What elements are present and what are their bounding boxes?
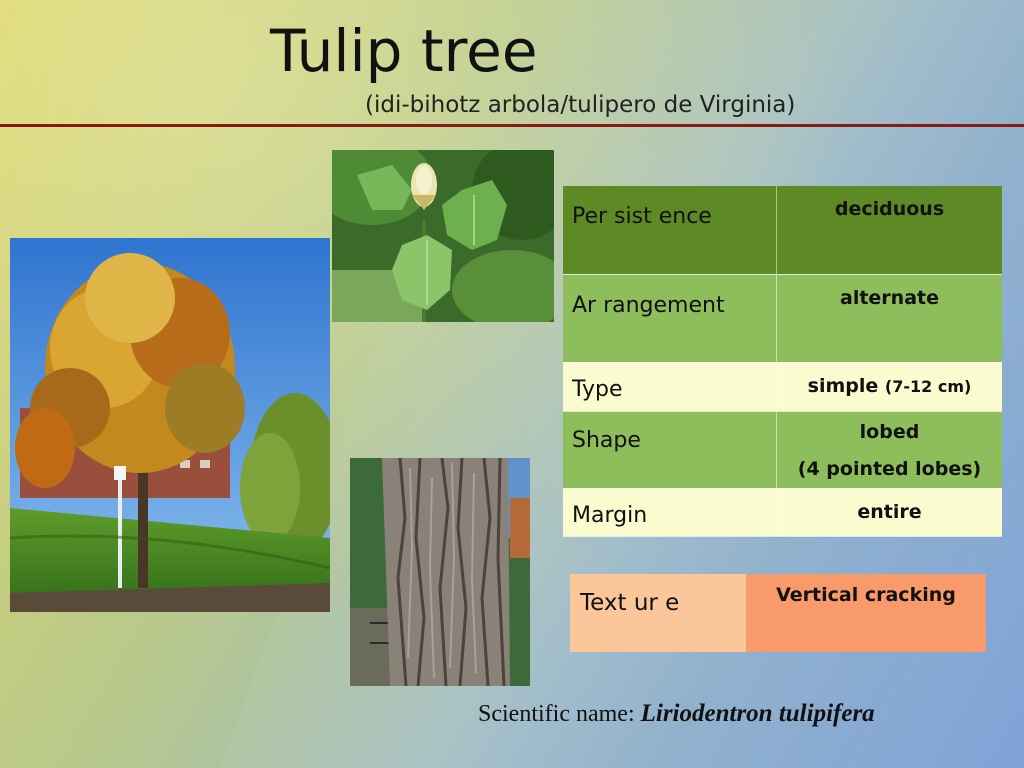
table-row: Text ur e Vertical cracking [570,574,986,652]
bark-texture-table: Text ur e Vertical cracking [570,574,986,652]
shape-value-main: lobed [859,420,920,443]
slide-subtitle: (idi-bihotz arbola/tulipero de Virginia) [365,92,796,118]
texture-label: Text ur e [570,574,746,652]
type-value-size: (7-12 cm) [884,376,972,396]
bark-photo [350,458,530,686]
table-row: Type simple (7-12 cm) [563,362,1002,412]
title-underline [0,124,1024,127]
table-row: Margin entire [563,488,1002,537]
flower-leaf-photo [332,150,554,322]
shape-value-note: (4 pointed lobes) [797,457,982,480]
type-label: Type [563,362,777,412]
type-value: simple (7-12 cm) [776,362,1002,412]
table-row: Ar rangement alternate [563,274,1002,363]
texture-value: Vertical cracking [746,574,986,652]
scientific-name-label: Scientific name: [478,701,635,727]
persistence-value: deciduous [776,186,1002,275]
arrangement-label: Ar rangement [563,274,777,363]
tree-photo [10,238,330,612]
margin-label: Margin [563,488,777,537]
table-row: Per sist ence deciduous [563,186,1002,275]
leaf-properties-table: Per sist ence deciduous Ar rangement alt… [563,186,1002,537]
margin-value: entire [776,488,1002,537]
persistence-label: Per sist ence [563,186,777,275]
type-value-main: simple [807,374,879,397]
arrangement-value: alternate [776,274,1002,363]
slide-title: Tulip tree [270,17,538,85]
table-row: Shape lobed (4 pointed lobes) [563,411,1002,489]
shape-label: Shape [563,411,777,489]
scientific-name: Scientific name: Liriodentron tulipifera [478,700,875,728]
scientific-name-value: Liriodentron tulipifera [640,700,875,727]
shape-value: lobed (4 pointed lobes) [776,411,1002,489]
